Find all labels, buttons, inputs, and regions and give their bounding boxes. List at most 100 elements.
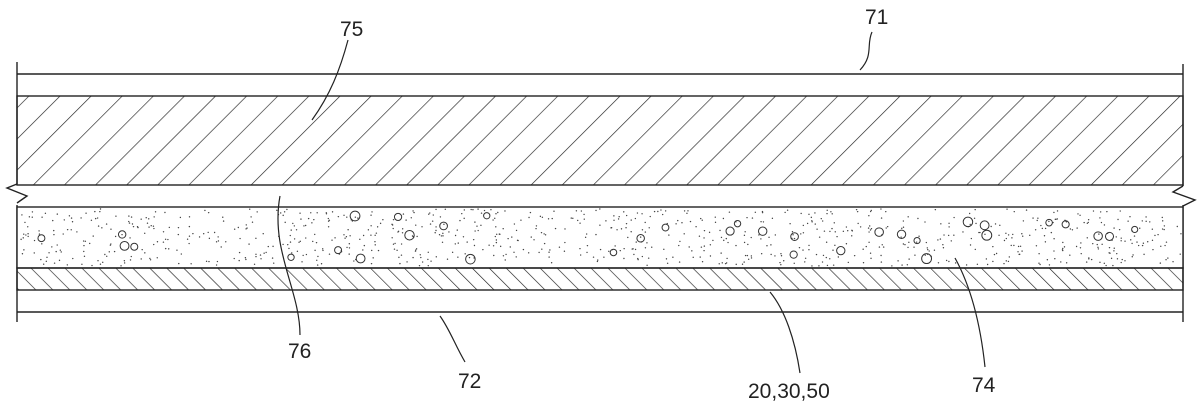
speckle [822, 254, 825, 257]
speckle [802, 232, 805, 234]
speckle [463, 209, 466, 211]
speckle [832, 249, 834, 251]
speckle [533, 239, 535, 241]
speckle [651, 246, 653, 248]
speckle [1010, 244, 1012, 247]
speckle [774, 255, 776, 257]
speckle [1039, 263, 1041, 266]
speckle [1019, 245, 1022, 248]
speckle [253, 263, 256, 265]
speckle [635, 241, 637, 243]
speckle [167, 238, 169, 241]
speckle [46, 256, 48, 259]
speckle [1090, 258, 1093, 261]
speckle [1022, 235, 1024, 237]
speckle [714, 216, 716, 218]
break-mark-left [5, 183, 29, 204]
speckle [1069, 228, 1072, 230]
speckle [1130, 239, 1132, 241]
speckle [53, 229, 55, 232]
speckle [653, 210, 656, 213]
speckle [901, 227, 903, 230]
speckle [207, 211, 210, 214]
speckle [686, 212, 688, 215]
speckle [842, 230, 845, 233]
speckle [1163, 228, 1165, 231]
speckle [1005, 260, 1007, 262]
speckle [975, 222, 977, 225]
speckle [1021, 233, 1023, 235]
speckle [768, 236, 770, 239]
speckle [802, 224, 805, 227]
speckle [616, 229, 618, 231]
speckle [28, 216, 31, 218]
speckle [847, 230, 849, 232]
speckle [27, 235, 29, 238]
speckle [750, 255, 753, 257]
speckle [427, 264, 429, 267]
speckle [289, 241, 292, 243]
speckle [502, 255, 505, 257]
speckle [327, 220, 330, 222]
speckle [83, 255, 86, 258]
speckle [347, 229, 349, 231]
speckle [148, 218, 150, 220]
speckle [328, 253, 331, 255]
speckle [978, 231, 980, 234]
speckle [92, 235, 94, 237]
speckle [1164, 244, 1166, 247]
speckle [1116, 252, 1118, 255]
speckle [528, 216, 530, 219]
speckle [362, 234, 365, 237]
speckle [293, 238, 296, 240]
speckle [114, 235, 117, 238]
speckle [402, 213, 405, 215]
speckle [176, 249, 178, 251]
speckle [1137, 244, 1140, 247]
speckle [72, 257, 74, 260]
speckle [76, 231, 78, 233]
speckle [113, 250, 116, 253]
speckle [273, 262, 275, 264]
leader-72 [439, 315, 466, 363]
speckle [1098, 233, 1100, 235]
bubble [609, 248, 618, 257]
speckle [1108, 246, 1111, 249]
speckle [374, 241, 376, 243]
speckle [99, 263, 102, 265]
speckle [789, 222, 791, 225]
speckle [144, 232, 146, 235]
speckle [678, 261, 681, 263]
speckle [1136, 241, 1138, 243]
speckle [1053, 250, 1055, 252]
speckle [886, 225, 889, 228]
speckle [547, 218, 550, 220]
label-72: 72 [458, 370, 481, 393]
speckle [296, 250, 299, 253]
bubble [117, 230, 127, 239]
speckle [349, 235, 351, 237]
speckle [66, 228, 69, 231]
speckle [744, 231, 746, 233]
speckle [392, 243, 395, 245]
speckle [97, 260, 99, 262]
speckle [419, 254, 421, 256]
speckle [907, 216, 909, 218]
speckle [220, 246, 222, 248]
speckle [1113, 247, 1115, 249]
speckle [779, 261, 781, 264]
speckle [665, 258, 668, 260]
speckle [279, 212, 282, 214]
speckle [129, 237, 131, 239]
speckle [882, 246, 885, 248]
speckle [1086, 222, 1089, 225]
speckle [515, 229, 518, 232]
speckle [27, 226, 29, 228]
bubble [1093, 231, 1103, 241]
speckle [68, 215, 71, 217]
speckle [1132, 254, 1134, 256]
speckle [1040, 224, 1042, 227]
speckle [492, 219, 494, 221]
speckle [1061, 249, 1064, 251]
speckle [741, 263, 744, 265]
